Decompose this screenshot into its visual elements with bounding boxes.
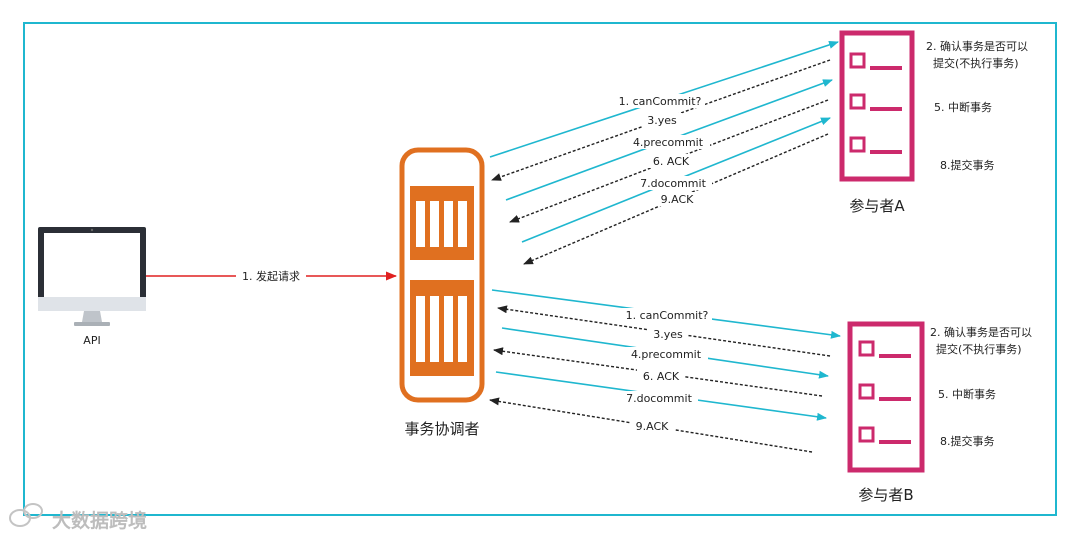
watermark-text: 大数据跨境 [52, 509, 147, 532]
participant-b-icon [847, 321, 925, 473]
request-label: 1. 发起请求 [242, 269, 300, 283]
msg-a-yes: 3.yes [647, 114, 677, 127]
participant-a-note-2: 提交(不执行事务) [933, 56, 1019, 70]
participant-b-note-1: 2. 确认事务是否可以 [930, 326, 1032, 339]
msg-b-final-ack: 9.ACK [636, 420, 670, 433]
messages-b-labels: 1. canCommit? 3.yes 4.precommit 6. ACK 7… [620, 308, 712, 433]
participant-a-note-3: 5. 中断事务 [934, 100, 992, 114]
msg-b-yes: 3.yes [653, 328, 683, 341]
msg-a-cancommit: 1. canCommit? [619, 95, 702, 108]
arrow-b-final-ack [489, 397, 813, 453]
participant-a-icon [839, 30, 915, 182]
participant-a-label: 参与者A [849, 197, 905, 215]
monitor-icon [38, 227, 146, 326]
client-label: API [83, 334, 100, 347]
participant-b-label: 参与者B [858, 486, 913, 504]
msg-b-precommit: 4.precommit [631, 348, 702, 361]
messages-a-labels: 1. canCommit? 3.yes 4.precommit 6. ACK 7… [615, 94, 712, 206]
coordinator-label: 事务协调者 [404, 420, 479, 438]
wechat-logo-icon [9, 503, 43, 527]
msg-b-ack: 6. ACK [643, 370, 680, 383]
participant-b-note-3: 5. 中断事务 [938, 387, 996, 401]
server-icon [399, 147, 485, 403]
msg-a-ack: 6. ACK [653, 155, 690, 168]
msg-b-docommit: 7.docommit [626, 392, 692, 405]
participant-a-note-1: 2. 确认事务是否可以 [926, 40, 1028, 53]
msg-b-cancommit: 1. canCommit? [626, 309, 709, 322]
diagram-frame [23, 22, 1057, 516]
msg-a-final-ack: 9.ACK [661, 193, 695, 206]
msg-a-docommit: 7.docommit [640, 177, 706, 190]
msg-a-precommit: 4.precommit [633, 136, 704, 149]
participant-b-note-2: 提交(不执行事务) [936, 342, 1022, 356]
participant-a-note-4: 8.提交事务 [940, 158, 995, 172]
participant-b-note-4: 8.提交事务 [940, 434, 995, 448]
watermark: 大数据跨境 [9, 503, 147, 532]
